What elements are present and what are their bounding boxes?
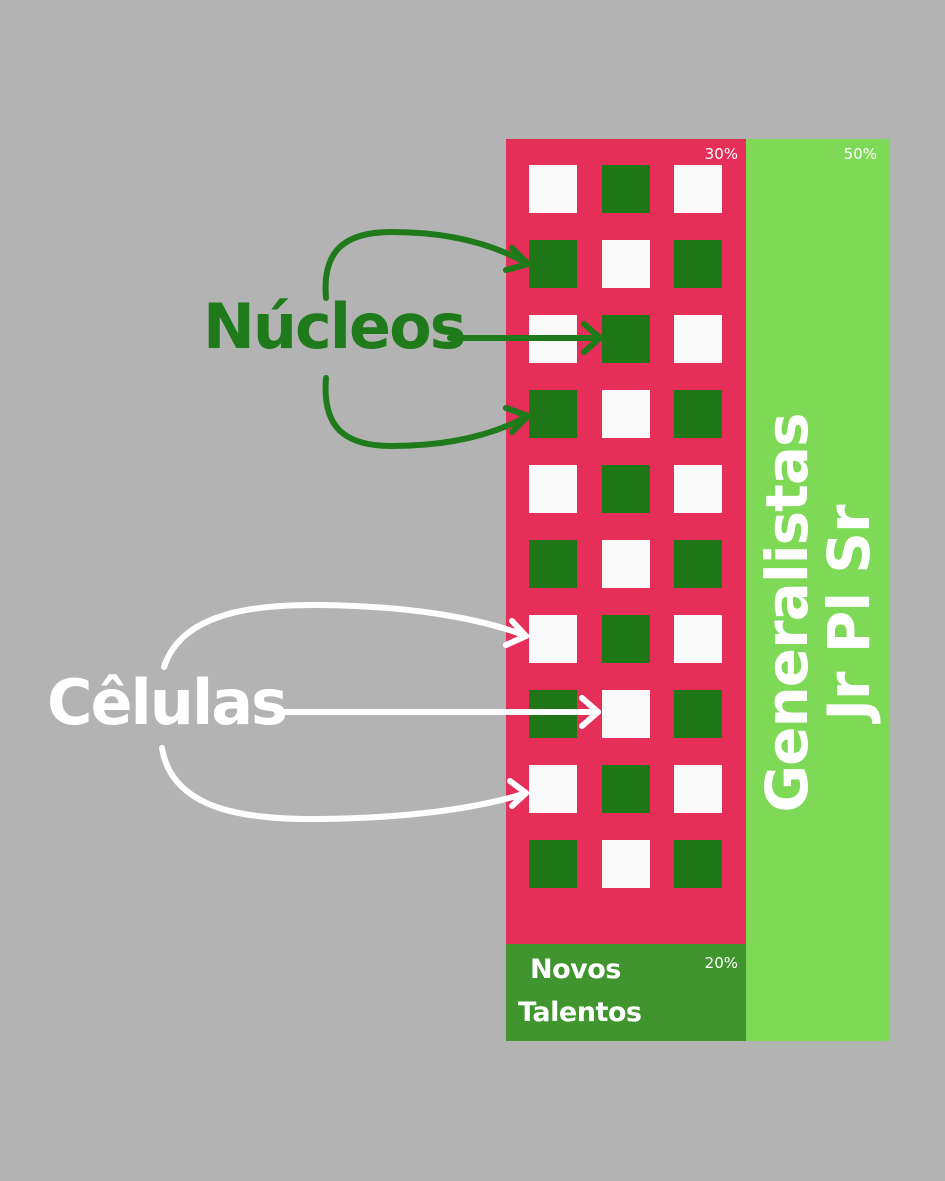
grid-cell-green [602,165,650,213]
celulas-arrow-top-head [503,618,529,648]
new-talents-percent-label: 20% [704,954,738,972]
grid-cell-green [602,615,650,663]
grid-cell-white [529,615,577,663]
grid-cell-green [529,240,577,288]
grid-cell-green [529,840,577,888]
generalists-panel: 50% [746,139,890,1041]
nucleos-arrow-top [322,229,531,301]
grid-cell-white [602,390,650,438]
nucleos-label: Núcleos [203,290,467,363]
grid-cell-green [602,315,650,363]
new-talents-panel: Novos Talentos 20% [506,944,746,1041]
celulas-label: Cêlulas [47,666,288,739]
core-panel: 30% [506,139,746,944]
new-talents-title-line1: Novos [530,954,621,985]
new-talents-title: Novos Talentos [518,948,642,1034]
nucleos-arrow-bottom-head [503,405,531,435]
grid-cell-white [529,465,577,513]
grid-cell-green [674,840,722,888]
grid-cell-white [602,840,650,888]
celulas-arrows [159,601,601,823]
celulas-arrow-top [161,601,529,670]
grid-cell-green [674,240,722,288]
grid-cell-green [602,465,650,513]
grid-cell-white [674,465,722,513]
new-talents-title-line2: Talentos [518,997,642,1028]
grid-cell-white [529,165,577,213]
grid-cell-white [674,165,722,213]
grid-cell-white [674,765,722,813]
grid-cell-green [674,690,722,738]
core-percent-label: 30% [704,145,738,163]
generalists-percent-label: 50% [843,145,877,163]
grid-cell-white [674,615,722,663]
celulas-arrow-middle-head [579,695,601,729]
grid-cell-white [674,315,722,363]
celulas-arrow-bottom-head [507,778,529,809]
nucleos-arrows [322,229,603,449]
grid-cell-green [602,765,650,813]
grid-cell-white [529,765,577,813]
grid-cell-white [602,240,650,288]
celulas-arrow-bottom [159,745,529,823]
nucleos-arrow-bottom [322,375,531,449]
nucleos-arrow-top-head [503,245,531,273]
grid-cell-green [529,540,577,588]
grid-cell-green [674,540,722,588]
grid-cell-white [602,690,650,738]
grid-cell-green [674,390,722,438]
grid-cell-white [602,540,650,588]
grid-cell-green [529,390,577,438]
nucleos-arrow-middle-head [581,321,603,355]
